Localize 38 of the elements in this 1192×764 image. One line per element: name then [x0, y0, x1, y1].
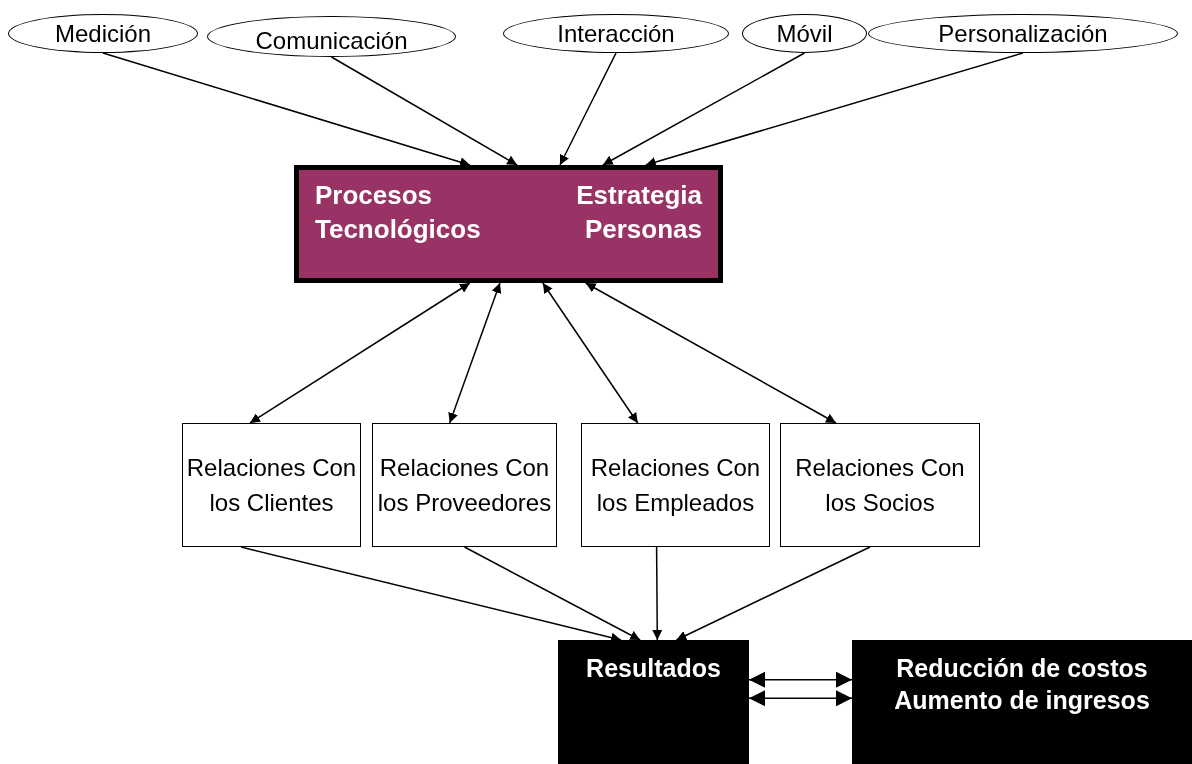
- arrow: [240, 546, 622, 643]
- arrow: [652, 546, 663, 641]
- arrow: [748, 690, 853, 707]
- node-label: Personalización: [938, 19, 1108, 48]
- arrow: [249, 282, 471, 424]
- core-box: [294, 165, 723, 283]
- node-label: Móvil: [776, 19, 833, 48]
- result-box: [558, 640, 749, 764]
- relation-box: [182, 423, 361, 547]
- result-label: Reducción de costos: [895, 653, 1149, 684]
- result-label: Resultados: [585, 653, 722, 684]
- relation-box: [780, 423, 980, 547]
- relation-box: [372, 423, 557, 547]
- result-box: [852, 640, 1192, 764]
- core-label: Estrategia: [576, 180, 702, 211]
- node-label: Relaciones Con los Empleados: [589, 453, 762, 518]
- node-label: Comunicación: [255, 26, 408, 55]
- arrow: [645, 52, 1024, 167]
- arrow: [102, 52, 471, 167]
- result-label: Aumento de ingresos: [893, 685, 1151, 716]
- arrow: [748, 671, 853, 688]
- node-label: Relaciones Con los Clientes: [185, 453, 358, 518]
- core-label: Personas: [584, 214, 702, 245]
- node-label: Interacción: [557, 19, 675, 48]
- arrow: [559, 52, 617, 166]
- node-label: Relaciones Con los Socios: [794, 453, 966, 518]
- arrow: [463, 546, 641, 641]
- relation-box: [581, 423, 770, 547]
- arrow: [675, 546, 871, 641]
- arrow: [330, 56, 518, 166]
- arrow: [602, 52, 806, 166]
- arrow: [542, 282, 639, 424]
- arrow: [448, 282, 502, 424]
- core-label: Tecnológicos: [315, 214, 481, 245]
- node-label: Medición: [54, 19, 151, 48]
- node-label: Relaciones Con los Proveedores: [376, 453, 553, 518]
- arrow: [584, 282, 837, 424]
- core-label: Procesos: [315, 180, 433, 211]
